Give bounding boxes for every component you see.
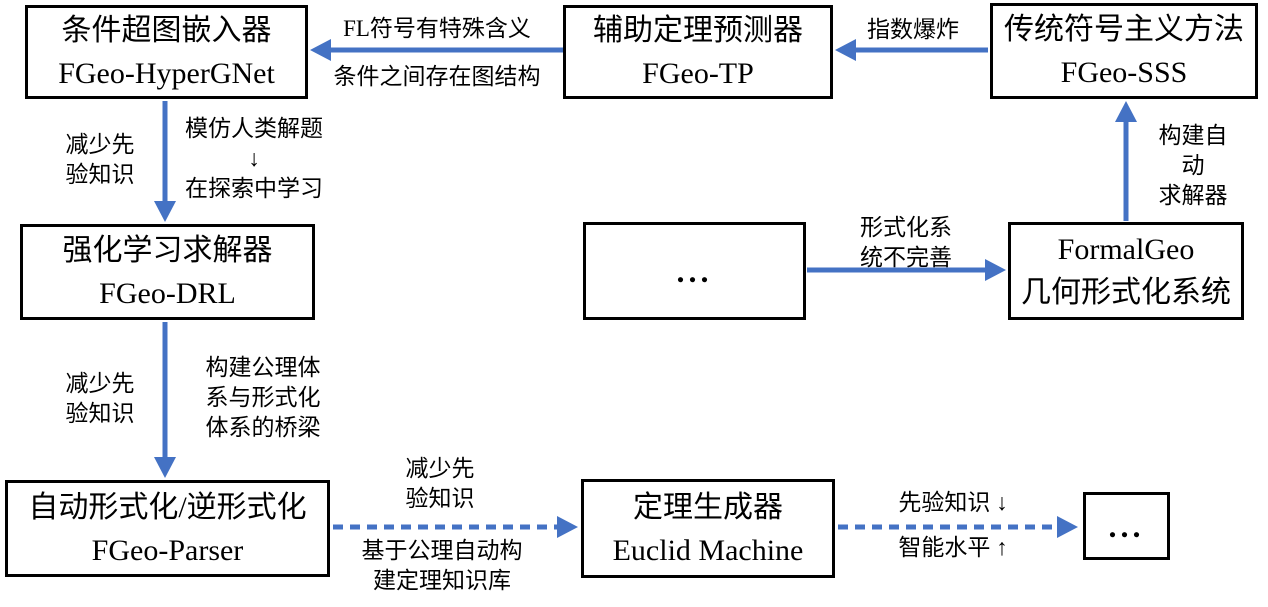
box-formalgeo-title-en: FormalGeo	[1057, 233, 1195, 266]
box-fgeo-sss-title-en: FGeo-SSS	[1060, 56, 1188, 89]
box-fgeo-drl: 强化学习求解器 FGeo-DRL	[20, 224, 315, 320]
box-fgeo-parser-title-en: FGeo-Parser	[91, 533, 244, 567]
box-fgeo-tp-title-zh: 辅助定理预测器	[593, 14, 803, 47]
edge-label-reduce-prior-1: 减少先 验知识	[65, 132, 135, 187]
arrow-formalgeo-to-sss	[1115, 101, 1137, 221]
box-euclid-machine: 定理生成器 Euclid Machine	[581, 479, 835, 578]
box-euclid-machine-title-en: Euclid Machine	[612, 533, 804, 567]
edge-label-fl-symbols: FL符号有特殊含义	[343, 16, 531, 41]
arrow-drl-to-parser	[154, 322, 176, 478]
box-euclid-machine-title-zh: 定理生成器	[633, 490, 783, 524]
box-fgeo-drl-title-zh: 强化学习求解器	[62, 234, 273, 267]
edge-label-reduce-prior-3: 减少先 验知识	[405, 456, 475, 511]
edge-label-formal-system-imperfect: 形式化系 统不完善	[860, 215, 952, 270]
box-fgeo-drl-title-en: FGeo-DRL	[99, 277, 236, 310]
edge-label-intelligence-up: 智能水平 ↑	[898, 535, 1008, 560]
ellipsis-text: ...	[676, 253, 713, 289]
box-fgeo-hypergnet: 条件超图嵌入器 FGeo-HyperGNet	[25, 5, 308, 99]
box-formalgeo-title-zh: 几何形式化系统	[1021, 276, 1231, 309]
box-fgeo-sss: 传统符号主义方法 FGeo-SSS	[990, 3, 1258, 99]
edge-label-prior-knowledge-down: 先验知识 ↓	[898, 490, 1008, 515]
edge-label-axiom-bridge: 构建公理体 系与形式化 体系的桥梁	[205, 355, 321, 440]
edge-label-reduce-prior-2: 减少先 验知识	[65, 371, 135, 426]
edge-label-graph-structure: 条件之间存在图结构	[333, 64, 541, 89]
box-fgeo-hypergnet-title-en: FGeo-HyperGNet	[58, 57, 275, 90]
arrow-parser-to-euclid-dashed	[333, 516, 578, 538]
box-formalgeo: FormalGeo 几何形式化系统	[1008, 222, 1244, 320]
box-fgeo-tp-title-en: FGeo-TP	[642, 57, 754, 90]
box-fgeo-hypergnet-title-zh: 条件超图嵌入器	[61, 14, 272, 47]
box-fgeo-parser-title-zh: 自动形式化/逆形式化	[28, 490, 307, 524]
box-ellipsis-end: ...	[1083, 492, 1170, 560]
box-fgeo-parser: 自动形式化/逆形式化 FGeo-Parser	[5, 480, 330, 577]
box-ellipsis-middle: ...	[583, 222, 806, 320]
box-fgeo-sss-title-zh: 传统符号主义方法	[1004, 13, 1244, 46]
edge-label-build-auto-solver: 构建自动 求解器	[1158, 123, 1228, 208]
edge-label-axiom-theorem-base: 基于公理自动构 建定理知识库	[361, 538, 523, 593]
edge-label-imitate-human: 模仿人类解题 ↓ 在探索中学习	[185, 116, 323, 201]
box-fgeo-tp: 辅助定理预测器 FGeo-TP	[563, 5, 833, 99]
ellipsis-text: ...	[1108, 508, 1145, 544]
arrow-hypergnet-to-drl	[154, 101, 176, 222]
edge-label-exponential-explosion: 指数爆炸	[867, 17, 959, 42]
